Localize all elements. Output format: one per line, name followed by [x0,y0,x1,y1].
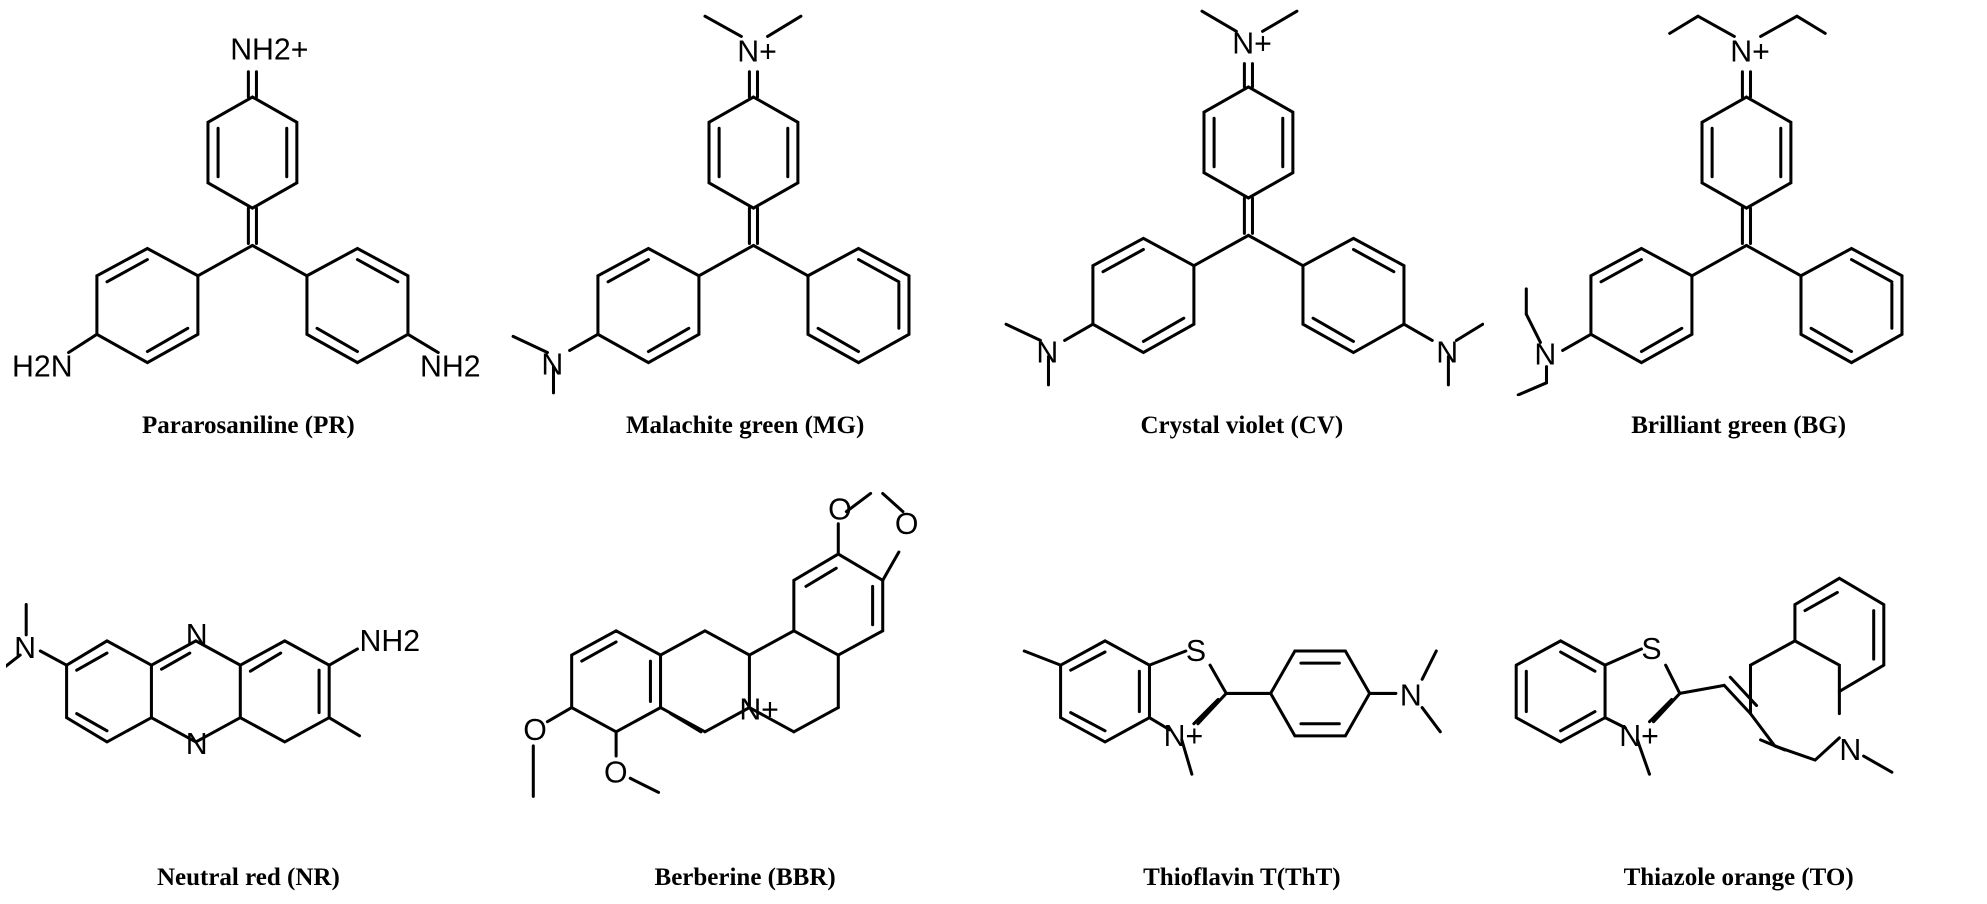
to-quaternary-n-label: N+ [1619,720,1659,753]
compound-thiazole-orange: S N+ N Thiazole orange (TO) [1490,452,1987,904]
berberine-structure: O O O O N+ [523,491,919,798]
neutral-red-structure: N N N NH2 [6,603,420,761]
to-sulfur-label: S [1642,633,1662,666]
bbr-quaternary-n-label: N+ [739,694,779,727]
crystal-violet-structure: N+ N N [1004,9,1484,387]
compound-thioflavin-t: S N+ N Thioflavin T(ThT) [994,452,1491,904]
tht-amine-label: N [1399,680,1421,713]
pr-amine-left-label: H2N [12,351,73,384]
malachite-green-structure: N+ N [511,14,911,395]
pr-amine-right-label: NH2 [420,351,481,384]
pararosaniline-structure: NH2+ H2N NH2 [12,34,481,384]
bg-amine-label: N [1535,339,1557,372]
tht-quaternary-n-label: N+ [1163,720,1203,753]
thioflavin-t-structure: S N+ N [1022,635,1442,776]
caption-pararosaniline: Pararosaniline (PR) [142,412,355,439]
caption-malachite-green: Malachite green (MG) [625,412,865,439]
caption-thiazole-orange: Thiazole orange (TO) [1623,864,1854,891]
bg-iminium-label: N+ [1731,36,1771,69]
caption-brilliant-green: Brilliant green (BG) [1631,412,1847,439]
cv-amine-right-label: N [1436,337,1458,370]
cv-amine-left-label: N [1036,337,1058,370]
nr-dimethylamine-label: N [14,632,36,665]
caption-berberine: Berberine (BBR) [654,864,836,891]
caption-thioflavin-t: Thioflavin T(ThT) [1143,864,1341,891]
caption-neutral-red: Neutral red (NR) [156,864,340,891]
caption-crystal-violet: Crystal violet (CV) [1140,412,1344,439]
mg-iminium-label: N+ [737,36,777,69]
nr-amine-label: NH2 [359,625,420,658]
to-quinoline-n-label: N [1840,734,1862,767]
compound-crystal-violet: N+ N N Crystal violet (CV) [994,0,1491,452]
compound-pararosaniline: NH2+ H2N NH2 Pararosaniline (PR) [0,0,497,452]
thiazole-orange-structure: S N+ N [1514,576,1894,776]
brilliant-green-structure: N+ N [1516,14,1904,396]
pr-iminium-label: NH2+ [230,34,308,67]
tht-sulfur-label: S [1185,635,1205,668]
bbr-methoxy-o-lower-label: O [604,756,628,789]
compound-brilliant-green: N+ N Brilliant green (BG) [1490,0,1987,452]
compound-malachite-green: N+ N Malachite green (MG) [497,0,994,452]
bbr-methoxy-o-left-label: O [523,714,547,747]
cv-iminium-label: N+ [1232,28,1272,61]
mg-amine-label: N [541,349,563,382]
bbr-dioxole-o-top-label: O [828,494,852,527]
bbr-dioxole-o-right-label: O [895,508,919,541]
compound-berberine: O O O O N+ Berberine (BBR) [497,452,994,904]
nr-ring-n-top-label: N [186,619,208,652]
nr-ring-n-bottom-label: N [186,728,208,761]
compound-neutral-red: N N N NH2 Neutral red (NR) [0,452,497,904]
